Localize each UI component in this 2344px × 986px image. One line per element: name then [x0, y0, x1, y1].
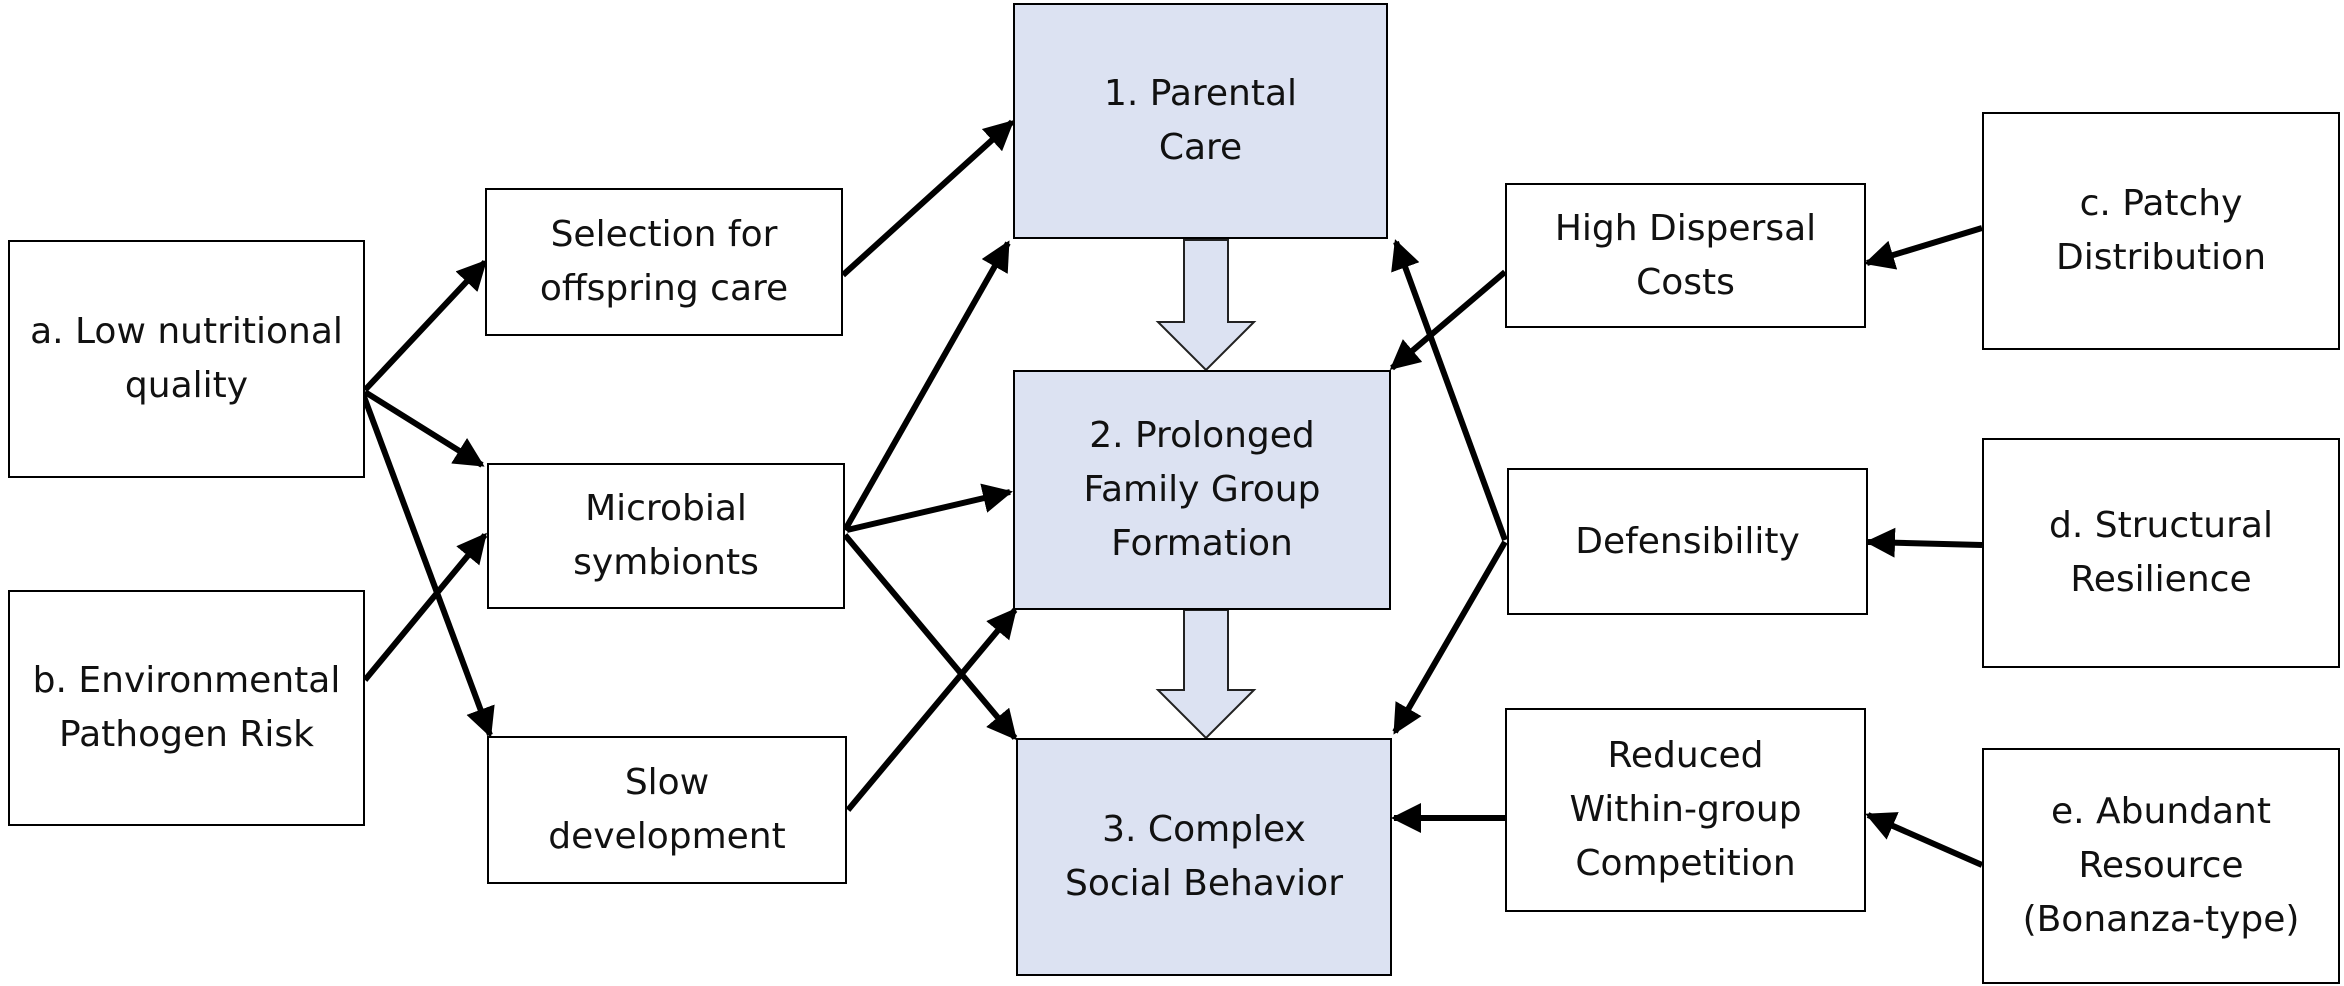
mechanism-high-dispersal-costs: High Dispersal Costs	[1505, 183, 1866, 328]
mechanism-slow-development: Slow development	[487, 736, 847, 884]
arrow-a-to-slow	[360, 392, 495, 738]
arrow-a-to-microbial	[363, 389, 485, 468]
arrow-dispersal-to-family	[1389, 269, 1507, 371]
block-arrow-2-to-3	[1155, 609, 1257, 740]
driver-a-low-nutritional-quality: a. Low nutritional quality	[8, 240, 365, 478]
arrow-e-to-competition	[1865, 812, 1984, 868]
outcome-complex-social-behavior: 3. Complex Social Behavior	[1016, 738, 1392, 976]
driver-c-patchy-distribution: c. Patchy Distribution	[1982, 112, 2340, 350]
arrow-defensibility-to-social	[1392, 540, 1508, 735]
driver-d-structural-resilience: d. Structural Resilience	[1982, 438, 2340, 668]
mechanism-reduced-within-group-competition: Reduced Within-group Competition	[1505, 708, 1866, 912]
arrow-microbial-to-social	[842, 533, 1018, 741]
arrow-a-to-selection	[362, 259, 488, 393]
mechanism-selection-for-offspring-care: Selection for offspring care	[485, 188, 843, 336]
arrow-selection-to-parental	[840, 119, 1015, 278]
arrow-c-to-dispersal	[1864, 225, 1983, 270]
mechanism-defensibility: Defensibility	[1507, 468, 1868, 615]
block-arrow-1-to-2	[1155, 239, 1257, 372]
outcome-prolonged-family-group-formation: 2. Prolonged Family Group Formation	[1013, 370, 1391, 610]
outcome-parental-care: 1. Parental Care	[1013, 3, 1388, 239]
arrow-microbial-to-family	[846, 483, 1013, 533]
arrow-b-to-microbial	[362, 532, 488, 682]
arrow-microbial-to-parental	[842, 240, 1011, 532]
arrow-d-to-defensibility	[1865, 527, 1983, 558]
driver-b-environmental-pathogen-risk: b. Environmental Pathogen Risk	[8, 590, 365, 826]
mechanism-microbial-symbionts: Microbial symbionts	[487, 463, 845, 609]
arrow-defensibility-to-parental	[1391, 239, 1508, 542]
arrow-slow-to-family	[845, 607, 1018, 812]
driver-e-abundant-resource: e. Abundant Resource (Bonanza-type)	[1982, 748, 2340, 984]
